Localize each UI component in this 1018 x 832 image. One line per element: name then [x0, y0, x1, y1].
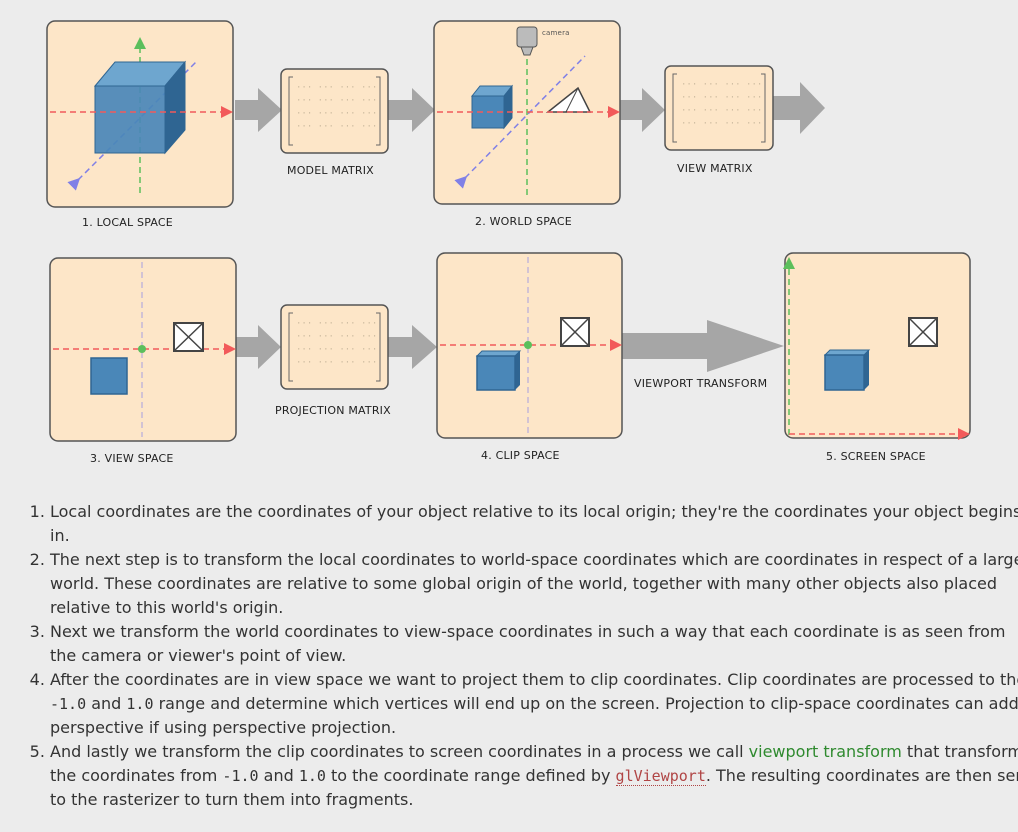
arrow-local-to-model [235, 88, 282, 132]
arrow-viewport-transform [622, 320, 784, 372]
step-5-text-b: that transforms the coordinates from [50, 742, 1018, 785]
label-projection-matrix: PROJECTION MATRIX [275, 404, 391, 417]
arrow-view-to-projection [236, 325, 281, 369]
model-matrix-box [280, 68, 389, 154]
crossed-box-object [173, 322, 204, 352]
arrow-model-to-world [388, 88, 435, 132]
view-matrix-box [664, 65, 774, 151]
step-4-text-c: range and determine which vertices will … [50, 694, 1018, 737]
arrow-world-to-view [620, 88, 665, 132]
step-5-text-d: to the coordinate range defined by [325, 766, 616, 785]
label-view-matrix: VIEW MATRIX [677, 162, 753, 175]
code-one: 1.0 [126, 695, 154, 713]
code-minus-one: -1.0 [50, 695, 87, 713]
step-4-text-a: After the coordinates are in view space … [50, 670, 1018, 689]
camera-label: camera [542, 29, 570, 37]
panel-view-space [49, 257, 237, 442]
step-3-text: Next we transform the world coordinates … [50, 622, 1006, 665]
step-4-text-b: and [86, 694, 127, 713]
code-minus-one: -1.0 [222, 767, 259, 785]
step-5-text-e: . The resulting coordinates are then sen… [50, 766, 1018, 809]
coordinate-systems-diagram: ··· ··· ··· ··· ··· ··· ··· ··· ··· ··· … [46, 20, 971, 442]
label-local-space: 1. LOCAL SPACE [82, 216, 173, 229]
step-item: And lastly we transform the clip coordin… [50, 740, 1018, 812]
label-model-matrix: MODEL MATRIX [287, 164, 374, 177]
step-item: The next step is to transform the local … [50, 548, 1018, 620]
step-2-text: The next step is to transform the local … [50, 550, 1018, 617]
arrow-projection-to-clip [388, 325, 437, 369]
step-1-text: Local coordinates are the coordinates of… [50, 502, 1018, 545]
step-item: After the coordinates are in view space … [50, 668, 1018, 740]
label-viewport-transform: VIEWPORT TRANSFORM [634, 377, 768, 390]
panel-world-space [433, 20, 621, 205]
label-screen-space: 5. SCREEN SPACE [826, 450, 926, 463]
label-world-space: 2. WORLD SPACE [475, 215, 572, 228]
camera-icon [516, 26, 538, 56]
step-item: Local coordinates are the coordinates of… [50, 500, 1018, 548]
step-item: Next we transform the world coordinates … [50, 620, 1018, 668]
crossed-box-screen [908, 317, 938, 347]
panel-local-space [46, 20, 234, 208]
code-one: 1.0 [298, 767, 326, 785]
viewport-transform-term: viewport transform [748, 742, 902, 761]
panel-clip-space [436, 252, 623, 439]
arrow-view-matrix-out [773, 82, 825, 134]
crossed-box-clip [560, 317, 590, 347]
glviewport-link[interactable]: glViewport [615, 767, 706, 786]
step-5-text-a: And lastly we transform the clip coordin… [50, 742, 749, 761]
steps-list: Local coordinates are the coordinates of… [28, 500, 1018, 812]
panel-screen-space [783, 252, 971, 440]
projection-matrix-box [280, 304, 389, 390]
step-5-text-c: and [258, 766, 299, 785]
label-clip-space: 4. CLIP SPACE [481, 449, 560, 462]
label-view-space: 3. VIEW SPACE [90, 452, 174, 465]
